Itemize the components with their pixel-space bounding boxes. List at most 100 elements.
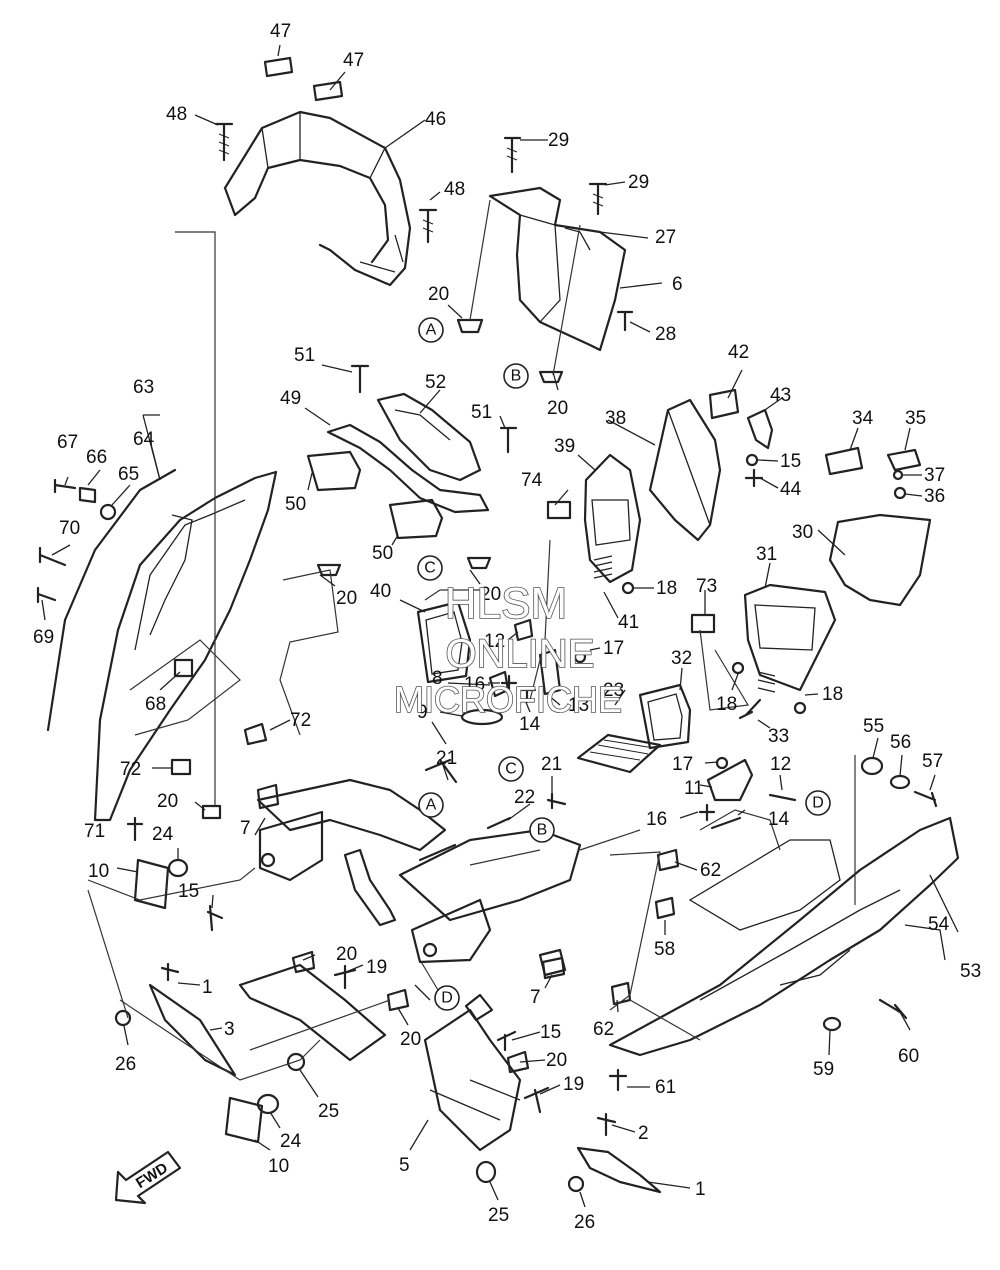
ref-circle-A2: A [418, 792, 444, 818]
callout-7b: 7 [530, 987, 541, 1008]
callout-26b: 26 [574, 1212, 595, 1233]
screw-part-48a [214, 122, 234, 162]
clip-part-20h [466, 556, 492, 570]
callout-20b: 20 [547, 398, 568, 419]
screw-part-28 [616, 310, 634, 332]
plate-part-10a [133, 858, 170, 910]
grommet-part-25b [475, 1160, 497, 1184]
ref-circle-A1: A [418, 317, 444, 343]
bolt-part-16b [698, 803, 716, 822]
callout-9: 9 [417, 702, 428, 723]
callout-35: 35 [905, 408, 926, 429]
callout-28: 28 [655, 324, 676, 345]
callout-12b: 12 [770, 754, 791, 775]
screw-part-1a [160, 962, 180, 982]
collar-part-66 [78, 486, 97, 504]
clip-part-68 [173, 658, 194, 678]
plate-part-10b [224, 1096, 264, 1144]
callout-63: 63 [133, 377, 154, 398]
clip-part-72b [170, 758, 192, 776]
callout-43: 43 [770, 385, 791, 406]
callout-13: 13 [568, 695, 589, 716]
callout-8: 8 [432, 668, 443, 689]
callout-55: 55 [863, 716, 884, 737]
front-cowl-part-46 [223, 110, 412, 287]
callout-47b: 47 [343, 50, 364, 71]
callout-11: 11 [684, 778, 704, 799]
pad-part-74 [546, 500, 572, 520]
svg-text:C: C [505, 761, 517, 778]
callout-25b: 25 [488, 1205, 509, 1226]
callout-18c: 18 [822, 684, 843, 705]
holder-part-34 [824, 446, 864, 476]
clip-part-20c [201, 804, 222, 820]
callout-68: 68 [145, 694, 166, 715]
callout-56: 56 [890, 732, 911, 753]
grommet-part-25a [286, 1052, 306, 1072]
clip-part-58 [654, 896, 676, 920]
callout-12a: 12 [484, 631, 505, 652]
callout-47a: 47 [270, 21, 291, 42]
callout-50b: 50 [372, 543, 393, 564]
callout-17a: 17 [603, 638, 624, 659]
svg-text:B: B [511, 368, 522, 385]
callout-16a: 16 [464, 674, 485, 695]
svg-text:D: D [812, 795, 824, 812]
screw-part-51b [499, 426, 518, 454]
svg-text:B: B [537, 822, 548, 839]
screw-part-60 [878, 998, 908, 1020]
callout-15a: 15 [780, 451, 801, 472]
clamp-part-35 [886, 448, 922, 472]
screw-part-33 [738, 698, 762, 720]
svg-text:ONLINE: ONLINE [446, 632, 595, 676]
callout-72a: 72 [290, 710, 311, 731]
callout-20f-mid: 20 [336, 944, 357, 965]
callout-57: 57 [922, 751, 943, 772]
strip-part-64 [46, 468, 177, 732]
bracket-part-13 [538, 648, 562, 696]
ref-circle-D1: D [805, 790, 831, 816]
holder-part-42 [708, 388, 740, 420]
clip-part-20d [291, 950, 316, 974]
callout-34: 34 [852, 408, 874, 429]
callout-21a: 21 [436, 748, 457, 769]
screw-part-48b [418, 208, 438, 244]
bolt-part-19b [523, 1086, 550, 1114]
ref-circle-C1: C [417, 555, 443, 581]
screw-part-14b [710, 816, 742, 830]
screw-part-51a [350, 364, 370, 394]
panel-part-39 [583, 453, 642, 584]
callout-62a: 62 [700, 860, 721, 881]
callout-60: 60 [898, 1046, 919, 1067]
callout-59: 59 [813, 1059, 834, 1080]
screw-part-15b [206, 904, 224, 932]
panel-part-3 [148, 983, 237, 1077]
callout-72b: 72 [120, 759, 141, 780]
callout-1a: 1 [202, 977, 213, 998]
callout-14b: 14 [768, 809, 790, 830]
svg-text:D: D [441, 990, 453, 1007]
grommet-part-59 [822, 1016, 842, 1032]
washer-part-37 [892, 469, 904, 481]
callout-6: 6 [672, 274, 683, 295]
grommet-part-65 [99, 503, 117, 521]
bolt-part-71 [126, 816, 144, 842]
pad-part-73 [690, 613, 716, 634]
svg-text:A: A [426, 797, 437, 814]
watermark: HLSM ONLINE MICROFICHE [393, 578, 623, 721]
callout-27: 27 [655, 227, 676, 248]
callout-19b: 19 [563, 1074, 584, 1095]
panel-part-1b [576, 1146, 662, 1194]
callout-69: 69 [33, 627, 54, 648]
callout-17b: 17 [672, 754, 693, 775]
callout-23: 23 [603, 680, 624, 701]
callout-16b: 16 [646, 809, 667, 830]
bolt-part-17a [573, 650, 587, 664]
clip-part-20e [386, 988, 410, 1012]
pad-part-50a [306, 450, 362, 492]
callout-40: 40 [370, 581, 391, 602]
frame-part-5 [238, 778, 582, 1152]
bracket-part-52 [376, 392, 482, 482]
pad-part-47b [312, 80, 344, 102]
grommet-part-55 [860, 756, 884, 776]
